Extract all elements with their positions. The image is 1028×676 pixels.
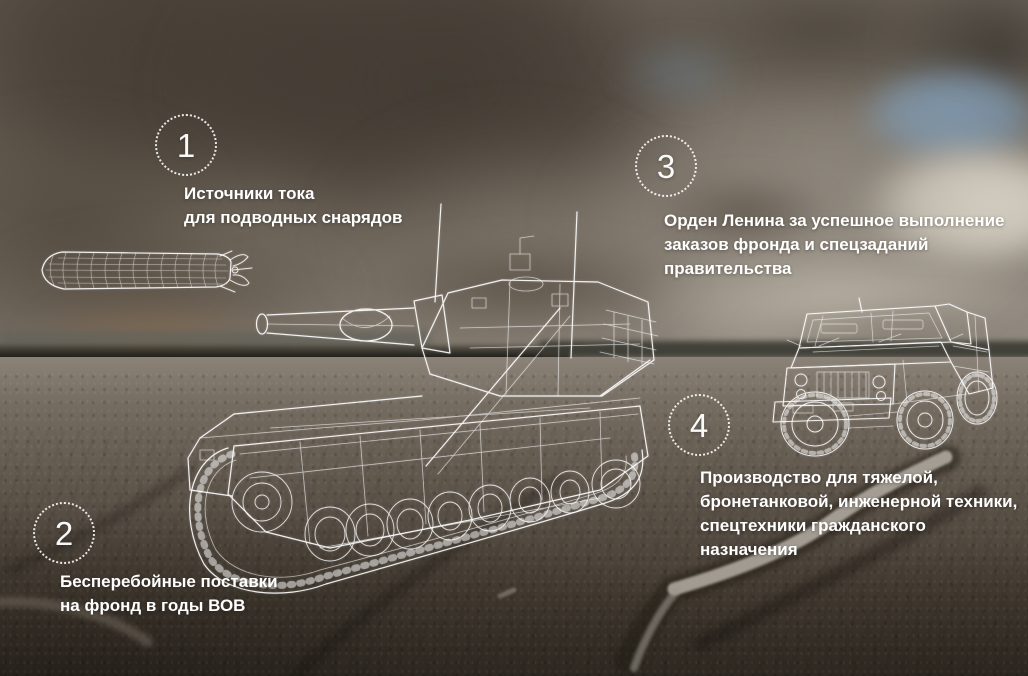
callout-4-text: Производство для тяжелой, бронетанковой,… <box>700 466 1017 562</box>
callout-2-number-badge: 2 <box>33 502 95 564</box>
callout-3-text: Орден Ленина за успешное выполнение зака… <box>664 209 1004 281</box>
distant-water <box>0 331 430 347</box>
horizon-treeline <box>540 341 1028 358</box>
callout-1-text: Источники тока для подводных снарядов <box>184 182 402 230</box>
callout-4-line: назначения <box>700 540 798 559</box>
plow-furrows <box>0 430 1028 676</box>
callout-4-number: 4 <box>689 406 709 444</box>
callout-4-line: спецтехники гражданского <box>700 516 926 535</box>
callout-2-text: Бесперебойные поставки на фронд в годы В… <box>60 570 278 618</box>
torpedo-wireframe-illustration <box>41 250 253 293</box>
callout-3-number: 3 <box>656 147 676 185</box>
callout-3-line: правительства <box>664 259 792 278</box>
cloud <box>615 40 745 105</box>
callout-3-number-badge: 3 <box>635 135 697 197</box>
callout-1-line: для подводных снарядов <box>184 208 403 227</box>
callout-2-number: 2 <box>54 514 74 552</box>
callout-4-line: Производство для тяжелой, <box>700 468 938 487</box>
callout-2-line: Бесперебойные поставки <box>60 572 278 591</box>
callout-1-line: Источники тока <box>184 184 315 203</box>
humvee-wireframe-illustration <box>772 297 998 457</box>
callout-4-number-badge: 4 <box>668 394 730 456</box>
callout-2-line: на фронд в годы ВОВ <box>60 596 246 615</box>
mud-texture <box>0 370 1028 676</box>
callout-4-line: бронетанковой, инженерной техники, <box>700 492 1018 511</box>
callout-3-line: Орден Ленина за успешное выполнение <box>664 211 1005 230</box>
callout-1-number-badge: 1 <box>155 114 217 176</box>
callout-1-number: 1 <box>176 126 196 164</box>
callout-3-line: заказов фронда и спецзаданий <box>664 235 929 254</box>
tank-wireframe-illustration <box>187 203 659 594</box>
